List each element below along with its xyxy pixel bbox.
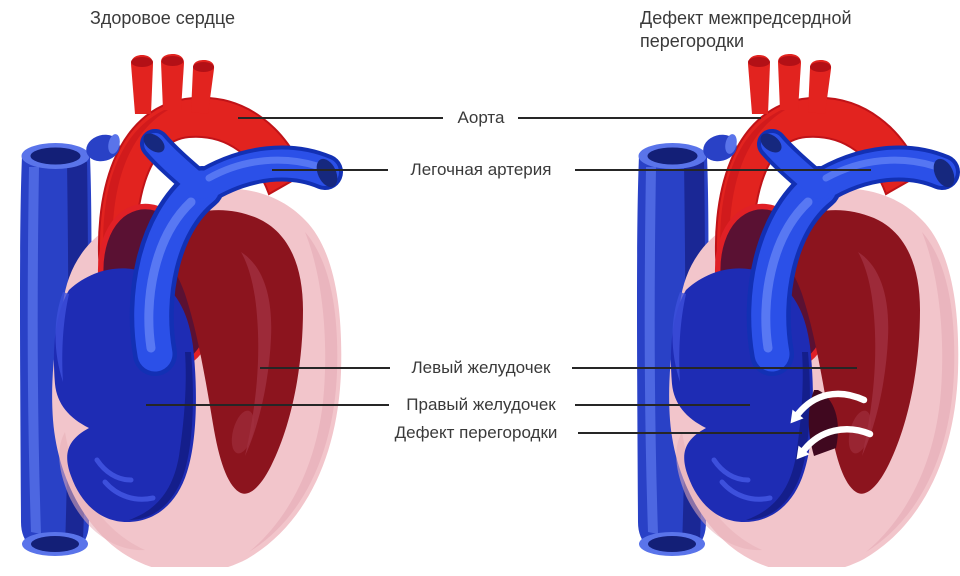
pulmonary-line-right [575,169,871,171]
aorta-line-right [518,117,761,119]
title-defect-heart: Дефект межпредсердной перегородки [640,8,852,51]
septal-defect-line-right [578,432,802,434]
label-pulmonary-artery: Легочная артерия [410,160,552,179]
left-ventricle-line-right [572,367,857,369]
shunt-arrow-lower [800,426,874,454]
pulmonary-line-left [272,169,388,171]
right-ventricle-line-right [575,404,750,406]
title-healthy-heart: Здоровое сердце [90,8,236,28]
aorta-line-left [238,117,443,119]
right-ventricle-line-left [146,404,389,406]
label-aorta: Аорта [457,108,505,127]
label-left-ventricle: Левый желудочек [411,358,551,377]
defect-heart-illustration [622,52,960,567]
healthy-heart-illustration [5,52,345,567]
label-right-ventricle: Правый желудочек [406,395,556,414]
left-ventricle-line-left [260,367,390,369]
shunt-arrow-upper [794,390,868,418]
septal-defect-overlay [790,390,874,460]
label-septal-defect: Дефект перегородки [394,423,558,442]
